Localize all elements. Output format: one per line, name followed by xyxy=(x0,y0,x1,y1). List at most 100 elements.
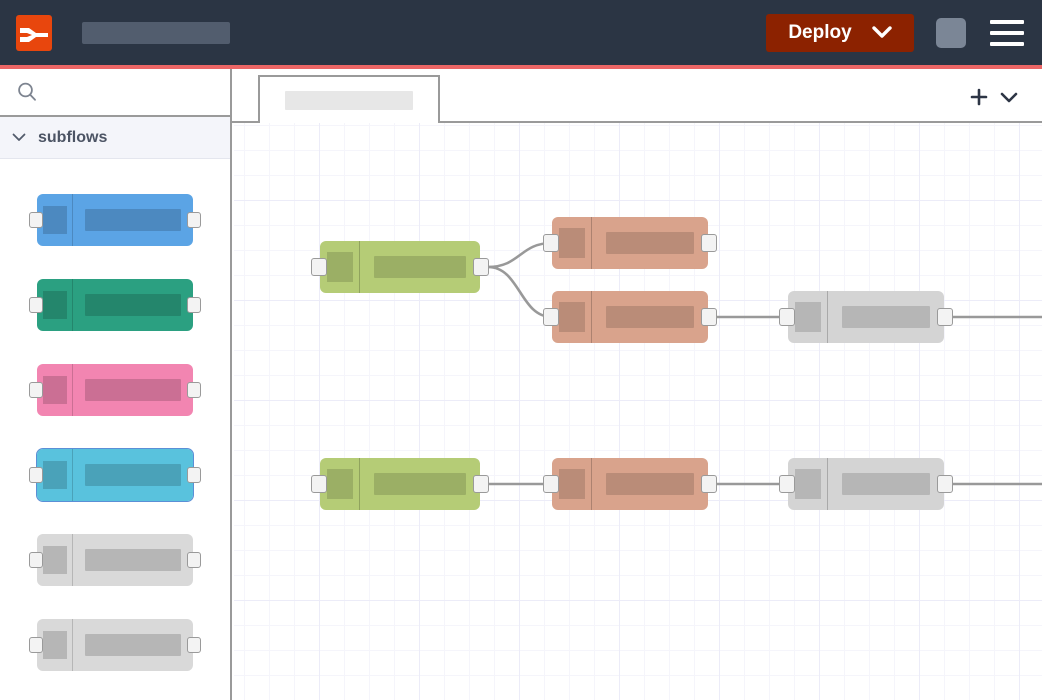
palette-node-slot xyxy=(0,347,230,432)
flow-node-input-port[interactable] xyxy=(779,475,795,493)
flow-node-body xyxy=(828,458,944,510)
flow-node-green-top[interactable] xyxy=(311,241,489,293)
flow-wire-layer xyxy=(487,241,1042,486)
palette-node-4[interactable] xyxy=(29,447,201,502)
function-icon-icon xyxy=(558,469,585,499)
palette-node-label-placeholder xyxy=(85,633,181,656)
search-icon[interactable] xyxy=(16,81,38,103)
flow-tab-1[interactable] xyxy=(258,75,440,123)
palette-node-output-port[interactable] xyxy=(187,466,201,483)
debug-icon-icon xyxy=(794,302,821,332)
plus-icon[interactable] xyxy=(964,73,994,121)
palette-node-label-placeholder xyxy=(85,463,181,486)
subflow-icon-icon xyxy=(42,375,67,404)
flow-node-body xyxy=(592,458,708,510)
palette-node-icon-cell xyxy=(37,363,73,416)
palette-node-output-port[interactable] xyxy=(187,381,201,398)
flow-node-body xyxy=(360,241,480,293)
palette-node-output-port[interactable] xyxy=(187,551,201,568)
flow-node-output-port[interactable] xyxy=(937,308,953,326)
palette-node-input-port[interactable] xyxy=(29,296,43,313)
palette-node-5[interactable] xyxy=(29,533,201,586)
subflow-icon-icon xyxy=(42,545,67,574)
flow-node-input-port[interactable] xyxy=(311,258,327,276)
flow-node-label-placeholder xyxy=(374,473,466,495)
flow-node-input-port[interactable] xyxy=(311,475,327,493)
palette-node-output-port[interactable] xyxy=(187,211,201,228)
flow-node-icon-cell xyxy=(552,291,592,343)
palette-node-output-port[interactable] xyxy=(187,636,201,653)
flow-node-icon-cell xyxy=(552,217,592,269)
palette-node-list xyxy=(0,159,230,687)
flow-node-icon-cell xyxy=(552,458,592,510)
subflow-icon-icon xyxy=(42,460,67,489)
flow-node-green-bottom[interactable] xyxy=(311,458,489,510)
flow-node-orange-top[interactable] xyxy=(543,217,717,269)
flow-node-output-port[interactable] xyxy=(937,475,953,493)
deploy-button[interactable]: Deploy xyxy=(766,13,914,52)
subflow-icon-icon xyxy=(42,290,67,319)
flow-node-label-placeholder xyxy=(374,256,466,278)
chevron-down-icon[interactable] xyxy=(871,26,892,39)
flow-node-icon-cell xyxy=(320,458,360,510)
flow-node-icon-cell xyxy=(320,241,360,293)
subflow-icon-icon xyxy=(42,205,67,234)
flow-node-output-port[interactable] xyxy=(473,258,489,276)
flow-tab-label-placeholder xyxy=(285,90,413,110)
flow-node-input-port[interactable] xyxy=(779,308,795,326)
flow-node-input-port[interactable] xyxy=(543,308,559,326)
flow-node-input-port[interactable] xyxy=(543,475,559,493)
flow-canvas[interactable] xyxy=(234,123,1042,700)
palette-node-input-port[interactable] xyxy=(29,551,43,568)
palette-node-icon-cell xyxy=(37,448,73,501)
flow-node-grey-mid[interactable] xyxy=(779,291,953,343)
palette-node-slot xyxy=(0,262,230,347)
palette-node-input-port[interactable] xyxy=(29,211,43,228)
flow-node-body xyxy=(592,217,708,269)
flow-node-label-placeholder xyxy=(842,473,930,495)
function-icon-icon xyxy=(326,252,353,282)
hamburger-menu-icon[interactable] xyxy=(990,19,1024,46)
palette-node-output-port[interactable] xyxy=(187,296,201,313)
flow-node-body xyxy=(360,458,480,510)
palette-node-6[interactable] xyxy=(29,618,201,671)
palette-search-row[interactable] xyxy=(0,69,230,117)
palette-node-input-port[interactable] xyxy=(29,466,43,483)
flow-node-orange-mid[interactable] xyxy=(543,291,717,343)
debug-icon-icon xyxy=(794,469,821,499)
wire-green-top-to-orange-mid[interactable] xyxy=(487,265,553,319)
page-title-placeholder xyxy=(82,21,230,44)
tab-menu-chevron-down-icon[interactable] xyxy=(994,73,1024,121)
node-red-logo-icon[interactable] xyxy=(16,14,52,51)
flow-node-label-placeholder xyxy=(842,306,930,328)
palette-node-input-port[interactable] xyxy=(29,381,43,398)
palette-category-subflows[interactable]: subflows xyxy=(0,117,230,159)
palette-node-label-placeholder xyxy=(85,293,181,316)
palette-node-body xyxy=(73,619,193,671)
deploy-button-label: Deploy xyxy=(788,21,852,43)
palette-node-1[interactable] xyxy=(29,193,201,246)
user-avatar-icon[interactable] xyxy=(936,17,966,48)
app-header: Deploy xyxy=(0,0,1042,65)
header-accent-stripe xyxy=(0,65,1042,69)
flow-node-label-placeholder xyxy=(606,232,694,254)
flow-node-icon-cell xyxy=(788,291,828,343)
flow-node-body xyxy=(592,291,708,343)
flow-node-grey-bottom[interactable] xyxy=(779,458,953,510)
flow-node-output-port[interactable] xyxy=(701,308,717,326)
palette-node-body xyxy=(73,534,193,586)
flow-node-output-port[interactable] xyxy=(701,234,717,252)
function-icon-icon xyxy=(558,302,585,332)
flow-node-output-port[interactable] xyxy=(701,475,717,493)
flow-node-input-port[interactable] xyxy=(543,234,559,252)
palette-node-2[interactable] xyxy=(29,278,201,331)
flow-node-output-port[interactable] xyxy=(473,475,489,493)
palette-node-input-port[interactable] xyxy=(29,636,43,653)
palette-node-3[interactable] xyxy=(29,363,201,416)
palette-node-icon-cell xyxy=(37,278,73,331)
palette-category-label: subflows xyxy=(38,128,108,146)
flow-node-orange-bottom[interactable] xyxy=(543,458,717,510)
chevron-down-icon[interactable] xyxy=(12,129,26,147)
palette-node-label-placeholder xyxy=(85,208,181,231)
